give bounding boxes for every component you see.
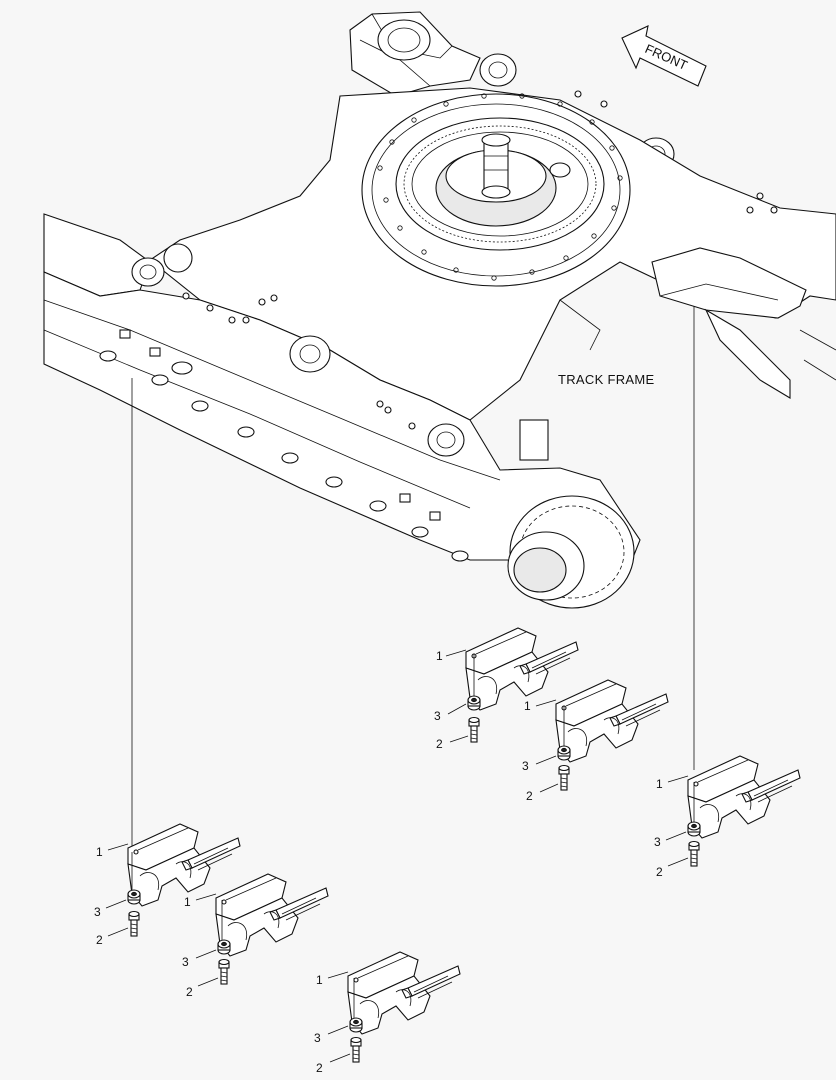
bolt-part [128, 910, 140, 937]
bolt-part [688, 840, 700, 867]
washer-part [217, 939, 231, 955]
callout-3: 3 [434, 709, 441, 723]
callout-3: 3 [522, 759, 529, 773]
callout-1: 1 [524, 699, 531, 713]
callout-2: 2 [96, 933, 103, 947]
callout-3: 3 [182, 955, 189, 969]
track-guard-part [127, 823, 241, 907]
track-guard-part [687, 755, 801, 839]
track-guard-part [215, 873, 329, 957]
callout-2: 2 [436, 737, 443, 751]
bolt-part [468, 716, 480, 743]
guard-group-a: 1 3 2 1 3 2 [434, 627, 669, 803]
guard-group-c: 1 3 2 1 3 2 [94, 823, 329, 999]
guard-group-b: 1 3 2 [654, 755, 801, 879]
front-arrow: FRONT [621, 25, 707, 87]
callout-3: 3 [94, 905, 101, 919]
washer-part [467, 695, 481, 711]
washer-part [349, 1017, 363, 1033]
track-frame-assembly [43, 11, 836, 609]
washer-part [127, 889, 141, 905]
callout-1: 1 [96, 845, 103, 859]
track-guard-part [555, 679, 669, 763]
callout-2: 2 [656, 865, 663, 879]
track-guard-part [347, 951, 461, 1035]
bolt-part [558, 764, 570, 791]
callout-2: 2 [316, 1061, 323, 1075]
callout-1: 1 [184, 895, 191, 909]
callout-3: 3 [314, 1031, 321, 1045]
track-guard-part [465, 627, 579, 711]
callout-1: 1 [316, 973, 323, 987]
washer-part [557, 745, 571, 761]
guard-group-d: 1 3 2 [314, 951, 461, 1075]
bolt-part [350, 1036, 362, 1063]
track-frame-label: TRACK FRAME [558, 372, 654, 387]
callout-1: 1 [436, 649, 443, 663]
callout-2: 2 [186, 985, 193, 999]
callout-2: 2 [526, 789, 533, 803]
callout-1: 1 [656, 777, 663, 791]
callout-3: 3 [654, 835, 661, 849]
washer-part [687, 821, 701, 837]
bolt-part [218, 958, 230, 985]
